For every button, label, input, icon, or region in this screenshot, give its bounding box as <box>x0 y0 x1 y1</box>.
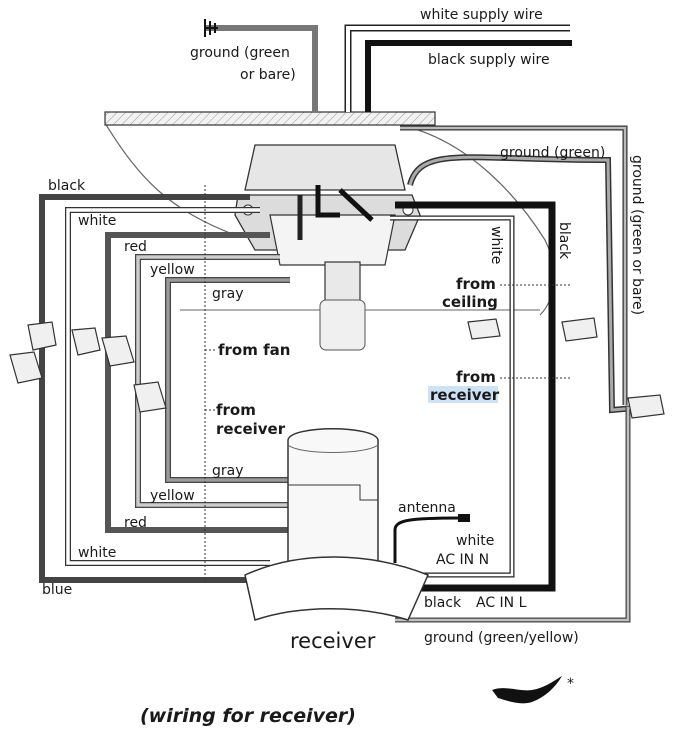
receiver-label: receiver <box>290 629 376 653</box>
from-receiver-right-line1: from <box>456 368 496 386</box>
red-upper-label: red <box>124 239 147 255</box>
leader-lines <box>204 185 572 582</box>
ground-top-label-line1: ground (green <box>190 45 290 61</box>
gray-lower-label: gray <box>212 463 244 479</box>
from-ceiling-label-line2: ceiling <box>442 293 498 311</box>
black-ac-black-label: black <box>424 595 462 611</box>
white-left-label: white <box>78 213 116 229</box>
ground-green-label: ground (green) <box>500 145 605 161</box>
black-wire-right <box>395 201 556 592</box>
receiver-unit <box>244 428 430 621</box>
supply-wires <box>205 24 572 112</box>
receiver-highlight <box>428 386 498 403</box>
black-supply-wire-label: black supply wire <box>428 52 550 68</box>
black-ac-label: AC IN L <box>476 595 527 611</box>
yellow-lower-label: yellow <box>150 488 195 504</box>
yellow-upper-label: yellow <box>150 262 195 278</box>
bird-logo-icon <box>492 676 562 704</box>
receiver-base <box>244 556 430 621</box>
white-ac-label-line2: AC IN N <box>436 552 489 568</box>
blue-label: blue <box>42 582 72 598</box>
red-lower-label: red <box>124 515 147 531</box>
white-supply-wire-label: white supply wire <box>420 7 543 23</box>
black-wire-left <box>39 194 265 583</box>
black-vertical-label: black <box>556 222 572 260</box>
antenna-label: antenna <box>398 500 456 516</box>
ground-symbol-icon <box>204 19 218 37</box>
from-receiver-left-line1: from <box>216 401 256 419</box>
white-ac-label-line1: white <box>456 533 494 549</box>
white-lower-label: white <box>78 545 116 561</box>
wire-nut-icon <box>9 317 665 419</box>
mounting-bracket <box>234 144 421 351</box>
gray-upper-label: gray <box>212 286 244 302</box>
from-ceiling-label-line1: from <box>456 275 496 293</box>
ground-green-wire <box>407 154 636 414</box>
white-vertical-label: white <box>488 226 504 264</box>
antenna-wire <box>393 516 461 563</box>
ceiling-plate <box>104 111 436 126</box>
from-receiver-left-line2: receiver <box>216 420 286 438</box>
asterisk-mark: * <box>567 676 574 692</box>
from-fan-label: from fan <box>218 341 290 359</box>
ground-top-label-line2: or bare) <box>240 67 296 83</box>
diagram-caption: (wiring for receiver) <box>140 705 356 727</box>
from-receiver-right-line2: receiver <box>430 386 500 404</box>
ground-green-yellow-label: ground (green/yellow) <box>424 630 579 646</box>
black-left-label: black <box>48 178 86 194</box>
red-wire <box>105 232 288 533</box>
ground-vertical-label: ground (green or bare) <box>629 155 645 315</box>
